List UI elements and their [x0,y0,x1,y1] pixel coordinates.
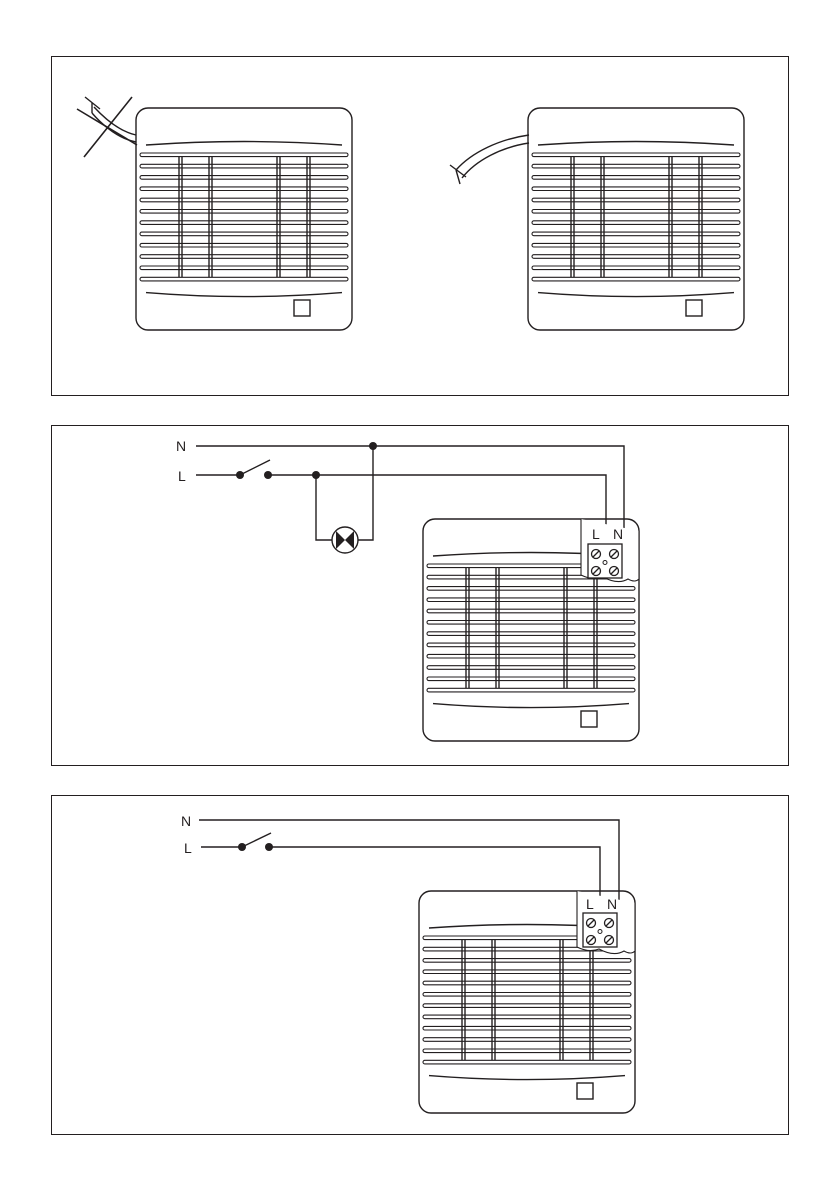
lamp-icon [332,527,358,553]
wiring-diagram-with-lamp: N L L N [52,426,790,767]
neutral-label: N [176,438,186,454]
fan-correct-entry [450,108,744,330]
slat [423,1060,631,1064]
slat [140,176,348,180]
slat [140,153,348,157]
slat [532,210,740,214]
slat [427,688,635,692]
neutral-label: N [181,813,191,829]
terminal-block-icon [583,913,617,947]
slat [427,587,635,591]
slat [427,677,635,681]
slat [427,598,635,602]
slat [427,632,635,636]
neutral-wire [196,446,624,534]
cable-top-left-icon [85,97,136,142]
slat [423,993,631,997]
slat [140,187,348,191]
panel-wiring-simple: N L L N [51,795,789,1135]
slat [140,164,348,168]
terminal-live-label: L [592,526,600,542]
fan-with-terminal: L N [423,519,639,741]
fan-grille-icon [528,108,744,330]
cable-side-entry-icon [450,135,529,184]
slat [427,643,635,647]
panel-cable-entry [51,56,789,396]
terminal-live-label: L [586,896,594,912]
slat [532,176,740,180]
fan-grille-icon [136,108,352,330]
live-wire [201,847,600,902]
slat [427,654,635,658]
live-wire [196,475,606,534]
slat [423,981,631,985]
wiring-diagram-simple: N L L N [52,796,790,1136]
slat [532,198,740,202]
slat [532,255,740,259]
slat [140,266,348,270]
slat [423,1038,631,1042]
slat [427,666,635,670]
slat [532,187,740,191]
slat [423,1004,631,1008]
fan-with-terminal: L N [419,891,635,1113]
slat [423,1049,631,1053]
terminal-neutral-label: N [613,526,623,542]
slat [532,277,740,281]
cross-mark-icon [77,97,137,157]
slat [140,277,348,281]
lamp-branch [312,442,377,540]
slat [532,164,740,168]
switch-icon [238,833,273,851]
slat [427,621,635,625]
live-label: L [178,468,186,484]
neutral-wire [199,820,619,902]
switch-icon [236,460,272,479]
slat [140,232,348,236]
slat [423,1015,631,1019]
indicator-square [577,1083,593,1099]
slat [532,232,740,236]
slat [532,221,740,225]
slat [423,959,631,963]
indicator-square [294,300,310,316]
slat [140,243,348,247]
slat [423,1026,631,1030]
slat [427,609,635,613]
slat [423,970,631,974]
slat [140,221,348,225]
slat [532,243,740,247]
slat [532,266,740,270]
indicator-square [581,711,597,727]
indicator-square [686,300,702,316]
slat [140,210,348,214]
terminal-block-icon [588,544,622,578]
slat [532,153,740,157]
fan-wrong-entry [77,97,352,330]
panel-wiring-with-lamp: N L L N [51,425,789,766]
slat [140,198,348,202]
cable-entry-diagram [52,57,790,397]
live-label: L [184,840,192,856]
terminal-neutral-label: N [607,896,617,912]
slat [140,255,348,259]
